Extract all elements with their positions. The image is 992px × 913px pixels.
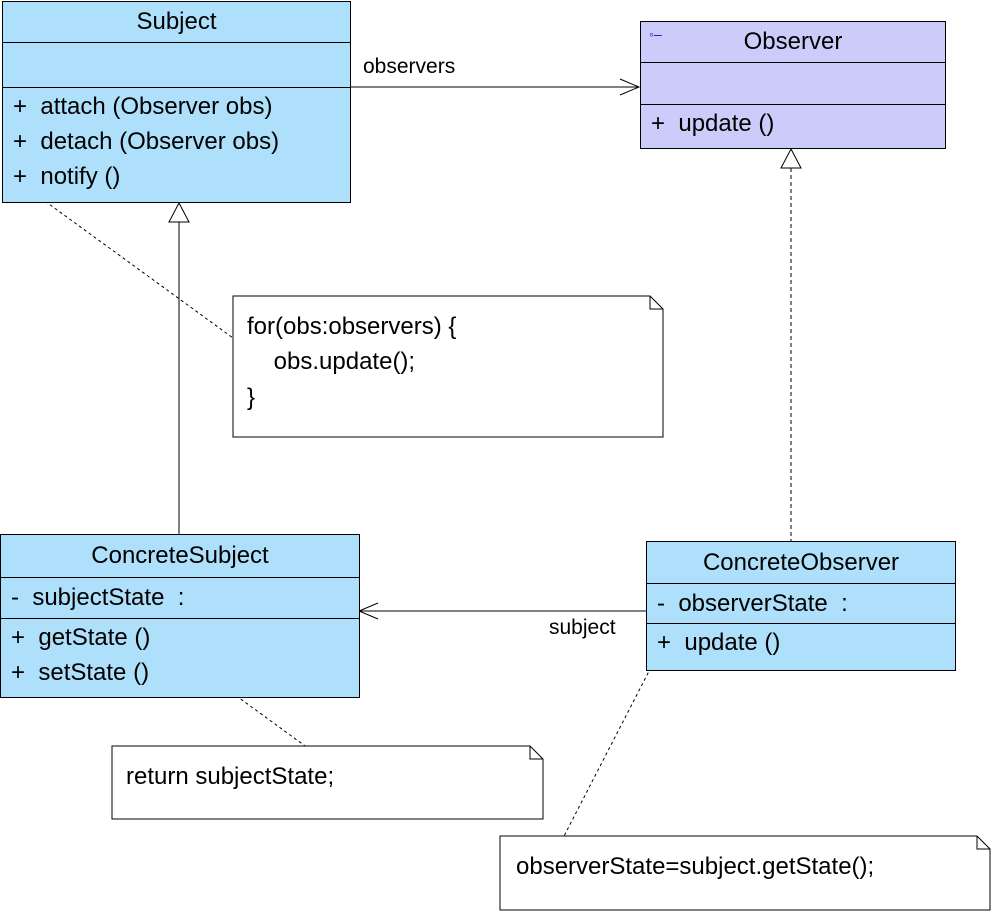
note-line: }: [247, 384, 256, 411]
operation-set-state: + setState (): [11, 659, 150, 686]
subject-generalization-triangle: [168, 201, 190, 223]
subject-class[interactable]: Subject + attach (Observer obs) + detach…: [2, 1, 351, 203]
getstate-note-shape: [111, 745, 544, 820]
update-note-anchor: [561, 645, 663, 841]
observer-interface[interactable]: ◦‒ Observer + update (): [640, 21, 946, 149]
operations-compartment: + getState () + setState (): [1, 618, 359, 697]
operation-update: + update (): [657, 629, 781, 656]
note-line: observerState=subject.getState();: [516, 853, 875, 880]
update-note-shape: [499, 835, 991, 911]
attributes-compartment: - subjectState :: [1, 577, 359, 618]
class-name: ConcreteSubject: [91, 542, 269, 569]
operation-detach: + detach (Observer obs): [13, 128, 280, 155]
notify-note[interactable]: for(obs:observers) { obs.update(); }: [233, 296, 663, 437]
update-note[interactable]: observerState=subject.getState();: [500, 836, 990, 910]
notify-note-anchor: [15, 179, 234, 339]
operations-compartment: + update (): [641, 104, 945, 148]
subject-role-label: subject: [549, 616, 616, 639]
observers-association-arrowhead: [619, 78, 641, 96]
attributes-compartment: - observerState :: [647, 583, 955, 623]
note-line: for(obs:observers) {: [247, 313, 457, 340]
note-line: obs.update();: [247, 348, 416, 375]
class-name: Subject: [136, 8, 217, 35]
attribute-subject-state: - subjectState :: [11, 584, 185, 611]
operation-attach: + attach (Observer obs): [13, 93, 273, 120]
operation-get-state: + getState (): [11, 624, 151, 651]
concrete-subject-class[interactable]: ConcreteSubject - subjectState : + getSt…: [0, 534, 360, 698]
operations-compartment: + attach (Observer obs) + detach (Observ…: [3, 87, 350, 202]
operations-compartment: + update (): [647, 623, 955, 670]
operation-update: + update (): [651, 110, 775, 137]
concrete-observer-class[interactable]: ConcreteObserver - observerState : + upd…: [646, 541, 956, 671]
observer-realization-triangle: [780, 147, 802, 169]
class-name: Observer: [743, 28, 843, 55]
attributes-compartment: [641, 62, 945, 104]
attributes-compartment: [3, 42, 350, 87]
getstate-note[interactable]: return subjectState;: [112, 746, 543, 819]
notify-note-shape: [232, 295, 664, 438]
note-line: return subjectState;: [126, 763, 335, 790]
attribute-observer-state: - observerState :: [657, 590, 848, 617]
interface-icon: ◦‒: [649, 26, 662, 42]
observers-role-label: observers: [363, 55, 456, 78]
class-name: ConcreteObserver: [702, 548, 900, 576]
class-name-row: ◦‒ Observer: [641, 22, 945, 62]
operation-notify: + notify (): [13, 163, 121, 190]
